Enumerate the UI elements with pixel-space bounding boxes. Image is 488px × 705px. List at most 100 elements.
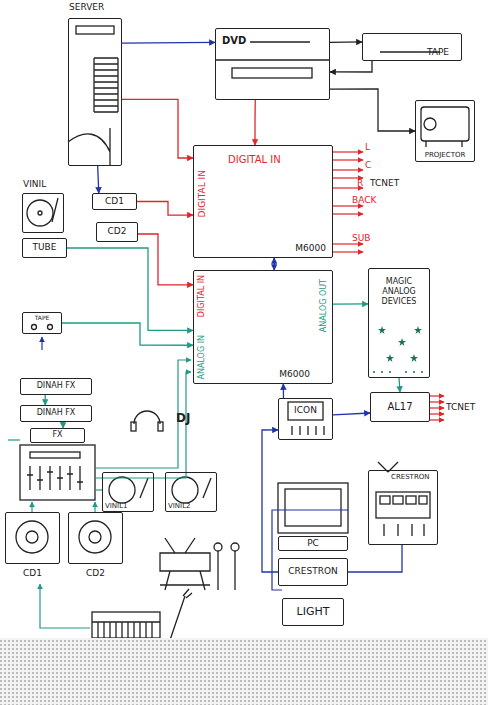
signal-label: L — [365, 143, 370, 152]
pc-screen — [285, 489, 341, 526]
node-label: TAPE — [427, 48, 449, 57]
node-label: AL17 — [387, 402, 412, 413]
tv-stand — [160, 538, 210, 590]
cassette-reel — [48, 325, 53, 330]
crestron-remote: CRESTRON — [368, 470, 438, 545]
cd-disc — [16, 521, 48, 553]
node-label: DINAH FX — [37, 409, 76, 417]
signal-connector — [274, 258, 275, 270]
node-label: VINIL — [23, 180, 46, 189]
signal-connector — [45, 395, 46, 405]
node-label: MAGIC ANALOG DEVICES — [371, 277, 427, 307]
crestron-controller: CRESTRON — [278, 558, 348, 586]
tube-unit: TUBE — [22, 238, 67, 258]
remote-button — [406, 496, 416, 504]
signal-label: DJ — [176, 412, 190, 424]
signal-connector — [122, 42, 215, 44]
tape-deck: TAPE — [362, 33, 462, 61]
signal-connector — [138, 234, 193, 285]
deck-slot — [232, 68, 312, 78]
projector-body — [421, 107, 469, 141]
cd-player: CD2 — [68, 512, 123, 564]
light-controller: LIGHT — [282, 598, 344, 626]
microphone — [214, 543, 222, 551]
signal-connector — [98, 166, 99, 193]
remote-knobs — [384, 524, 424, 536]
pc-monitor — [278, 483, 348, 533]
mic-stand — [234, 551, 235, 590]
node-label: ICON — [279, 406, 332, 415]
signal-connector — [67, 248, 193, 330]
node-label: DVD — [222, 36, 246, 47]
m6000-frame: DIGITAL INANALOG INANALOG OUTM6000 — [193, 270, 333, 384]
signal-label: SUB — [352, 234, 370, 243]
keys — [92, 622, 160, 638]
node-label: SERVER — [69, 3, 104, 12]
turntable: VINIL1 — [102, 472, 154, 512]
dvd-deck: DVD — [215, 28, 330, 100]
tonearm — [203, 478, 211, 498]
signal-connector — [333, 413, 370, 415]
server-slot — [76, 26, 114, 34]
signal-connector — [283, 384, 285, 398]
turntable-platter — [172, 477, 198, 503]
signal-label: TCNET — [370, 179, 399, 188]
node-label: VINIL1 — [105, 503, 128, 510]
signal-connector — [330, 61, 372, 72]
signal-connector — [399, 378, 400, 392]
server-grid — [94, 58, 118, 112]
headphone-cup — [131, 422, 136, 431]
signal-connector — [348, 545, 402, 572]
control-bus — [272, 510, 348, 590]
projector-legs — [426, 141, 462, 147]
al17-unit: AL17 — [370, 392, 430, 422]
cd-unit: CD2 — [96, 222, 138, 242]
cd-unit: CD1 — [92, 193, 137, 210]
node-label: FX — [52, 431, 62, 439]
node-label: CD2 — [69, 569, 122, 578]
node-label: PC — [307, 539, 319, 548]
turntable: VINIL — [22, 193, 64, 233]
node-label: PROJECTOR — [416, 152, 474, 159]
signal-label: R — [357, 179, 363, 188]
node-label: M6000 — [279, 370, 310, 379]
headphones — [134, 411, 160, 424]
signal-connector — [62, 323, 193, 345]
mic-stand — [170, 589, 192, 640]
server-tower: SERVER — [68, 18, 122, 166]
projector: PROJECTOR — [415, 100, 475, 162]
node-label: LIGHT — [297, 606, 330, 618]
signal-label: C — [365, 161, 371, 170]
microphone — [231, 543, 239, 551]
pc-base: PC — [278, 536, 348, 551]
node-label: ANALOG IN — [198, 335, 206, 379]
node-label: TUBE — [33, 243, 57, 252]
server-door — [68, 128, 110, 166]
signal-connector — [330, 41, 362, 43]
fx-unit: DINAH FX — [20, 378, 92, 395]
tonearm — [52, 198, 58, 222]
tape-feed — [41, 337, 42, 350]
stars — [373, 326, 423, 373]
cd-disc — [79, 521, 111, 553]
headphone-cup — [158, 422, 163, 431]
remote-button — [393, 496, 403, 504]
signal-connector — [254, 100, 256, 145]
fx-unit: DINAH FX — [20, 405, 92, 422]
remote-button — [380, 496, 390, 504]
remote-panel — [376, 492, 430, 518]
icon-console: ICON — [278, 398, 333, 440]
signal-connector — [333, 303, 368, 305]
node-label: DIGITAL IN — [198, 170, 207, 217]
node-label: VINIL2 — [168, 503, 191, 510]
fader-caps — [27, 472, 83, 482]
mixer — [20, 445, 95, 500]
tape-deck: TAPE — [22, 312, 62, 334]
node-label: CD2 — [108, 227, 127, 236]
audio-wires — [8, 360, 191, 628]
projector-lens — [424, 118, 436, 130]
signal-connector — [137, 202, 193, 216]
analog-rack: MAGIC ANALOG DEVICES — [368, 268, 430, 378]
tonearm — [140, 478, 148, 498]
signal-label: BACK — [352, 196, 376, 205]
